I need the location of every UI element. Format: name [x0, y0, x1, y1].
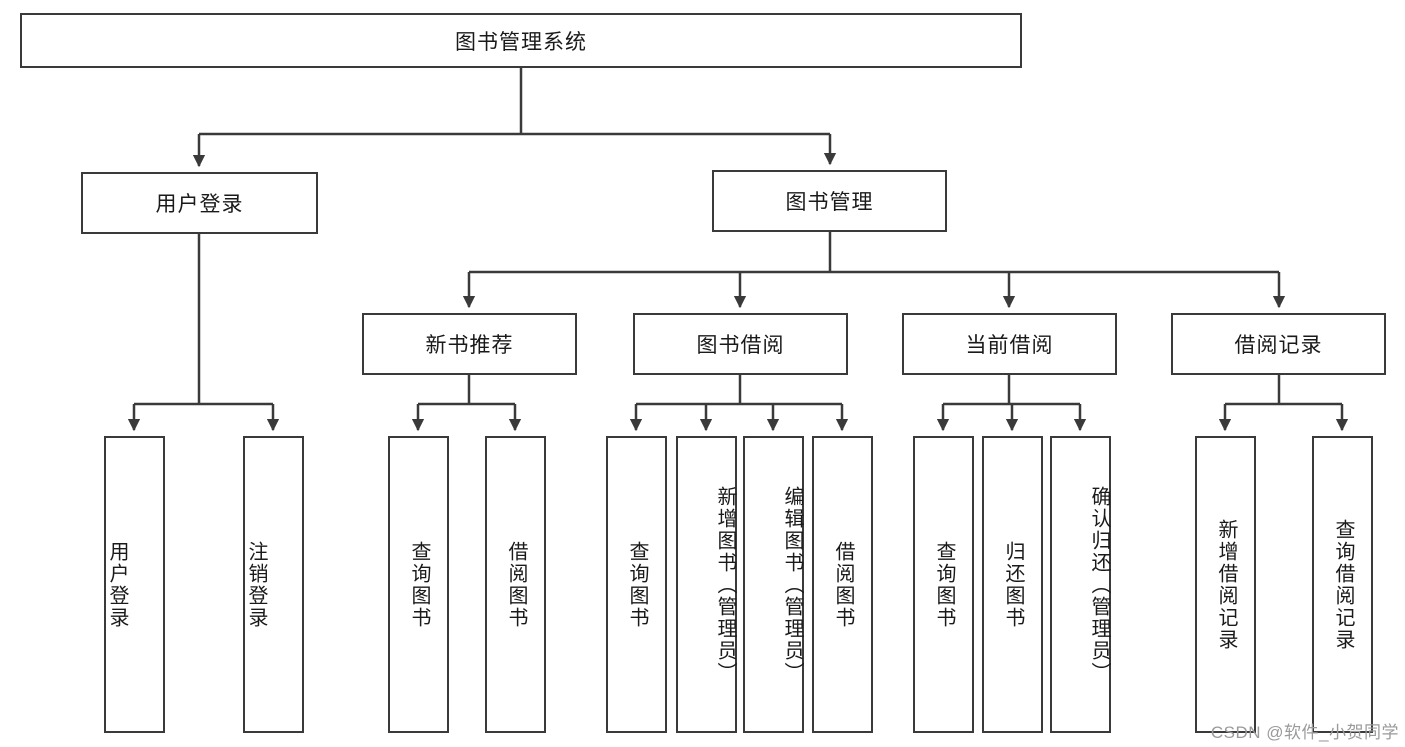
leaf-bb-edit-book[interactable]: 编辑图书（管理员） [743, 436, 804, 733]
node-borrow-record[interactable]: 借阅记录 [1171, 313, 1386, 375]
leaf-cb-confirm-return[interactable]: 确认归还（管理员） [1050, 436, 1111, 733]
node-book-borrow[interactable]: 图书借阅 [633, 313, 848, 375]
leaf-bb-query-book[interactable]: 查询图书 [606, 436, 667, 733]
node-new-book-recommend[interactable]: 新书推荐 [362, 313, 577, 375]
node-root[interactable]: 图书管理系统 [20, 13, 1022, 68]
leaf-br-query-record-label: 查询借阅记录 [1332, 518, 1354, 651]
leaf-bb-add-book[interactable]: 新增图书（管理员） [676, 436, 737, 733]
leaf-cb-confirm-return-label: 确认归还（管理员） [1088, 485, 1110, 684]
leaf-bb-add-book-label: 新增图书（管理员） [714, 485, 736, 684]
node-book-management[interactable]: 图书管理 [712, 170, 947, 232]
leaf-logout[interactable]: 注销登录 [243, 436, 304, 733]
leaf-cb-return-book[interactable]: 归还图书 [982, 436, 1043, 733]
node-book-management-label: 图书管理 [785, 191, 874, 214]
leaf-nb-query-book[interactable]: 查询图书 [388, 436, 449, 733]
node-root-label: 图书管理系统 [455, 30, 587, 54]
leaf-bb-edit-book-label: 编辑图书（管理员） [781, 485, 803, 684]
leaf-bb-borrow-book[interactable]: 借阅图书 [812, 436, 873, 733]
leaf-br-add-record[interactable]: 新增借阅记录 [1195, 436, 1256, 733]
node-current-borrow-label: 当前借阅 [965, 334, 1054, 357]
leaf-nb-borrow-book-label: 借阅图书 [505, 540, 527, 629]
node-book-borrow-label: 图书借阅 [696, 334, 785, 357]
node-current-borrow[interactable]: 当前借阅 [902, 313, 1117, 375]
leaf-br-add-record-label: 新增借阅记录 [1215, 518, 1237, 651]
leaf-bb-query-book-label: 查询图书 [626, 540, 648, 629]
leaf-cb-query-book[interactable]: 查询图书 [913, 436, 974, 733]
leaf-bb-borrow-book-label: 借阅图书 [832, 540, 854, 629]
leaf-nb-query-book-label: 查询图书 [408, 540, 430, 629]
node-user-login-label: 用户登录 [155, 193, 244, 216]
leaf-cb-query-book-label: 查询图书 [933, 540, 955, 629]
watermark: CSDN @软件_小贺同学 [1210, 723, 1399, 742]
leaf-user-login[interactable]: 用户登录 [104, 436, 165, 733]
node-borrow-record-label: 借阅记录 [1234, 334, 1323, 357]
leaf-cb-return-book-label: 归还图书 [1002, 540, 1024, 629]
node-new-book-recommend-label: 新书推荐 [425, 334, 514, 357]
leaf-logout-label: 注销登录 [245, 540, 267, 629]
node-user-login[interactable]: 用户登录 [81, 172, 318, 234]
leaf-nb-borrow-book[interactable]: 借阅图书 [485, 436, 546, 733]
leaf-user-login-label: 用户登录 [106, 540, 128, 629]
leaf-br-query-record[interactable]: 查询借阅记录 [1312, 436, 1373, 733]
